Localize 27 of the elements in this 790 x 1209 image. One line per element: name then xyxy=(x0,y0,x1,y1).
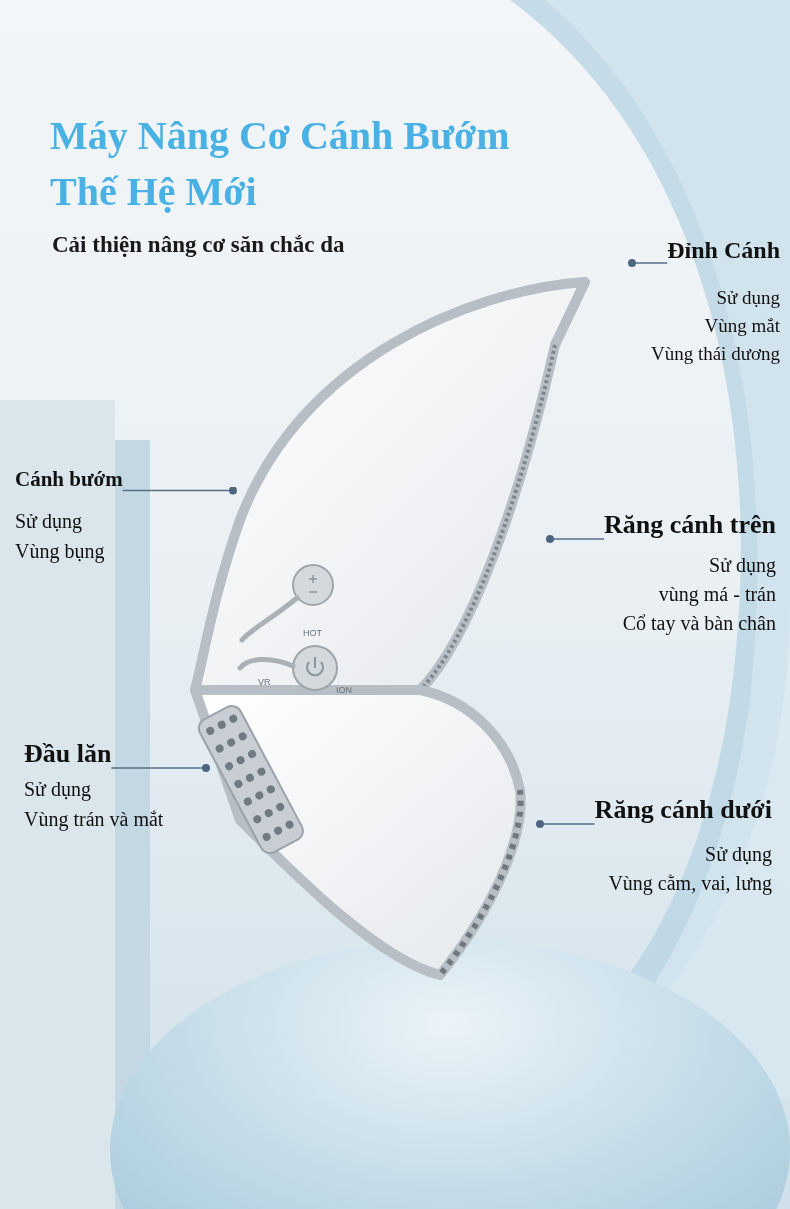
title: Máy Nâng Cơ Cánh Bướm Thế Hệ Mới xyxy=(50,112,511,216)
button-label: HOT xyxy=(303,627,322,640)
leader-line xyxy=(628,259,668,267)
callout-heading: Đỉnh Cánh xyxy=(667,236,780,265)
leader-line xyxy=(110,764,210,772)
subtitle: Cải thiện nâng cơ săn chắc da xyxy=(52,231,345,259)
leader-line xyxy=(121,486,237,495)
callout-heading: Cánh bướm xyxy=(15,466,123,493)
callout-heading: Răng cánh trên xyxy=(604,509,776,541)
button-label: VR xyxy=(258,676,271,689)
usage-text: Cổ tay và bàn chân xyxy=(622,611,776,637)
usage-text: Sử dụng xyxy=(24,777,92,803)
button-label: ION xyxy=(336,684,352,697)
usage-text: Sử dụng xyxy=(708,553,776,579)
usage-text: Vùng thái dương xyxy=(650,342,780,366)
callout-heading: Răng cánh dưới xyxy=(594,794,772,826)
usage-text: Vùng trán và mắt xyxy=(24,807,164,833)
callout-heading: Đầu lăn xyxy=(24,738,112,770)
leader-line xyxy=(546,535,605,543)
leader-line xyxy=(536,820,596,828)
usage-text: Vùng mắt xyxy=(703,314,780,338)
usage-text: Sử dụng xyxy=(715,286,780,310)
usage-text: vùng má - trán xyxy=(657,582,776,608)
usage-text: Sử dụng xyxy=(15,509,83,535)
usage-text: Vùng cằm, vai, lưng xyxy=(608,871,772,897)
usage-text: Sử dụng xyxy=(704,842,772,868)
usage-text: Vùng bụng xyxy=(15,539,105,565)
